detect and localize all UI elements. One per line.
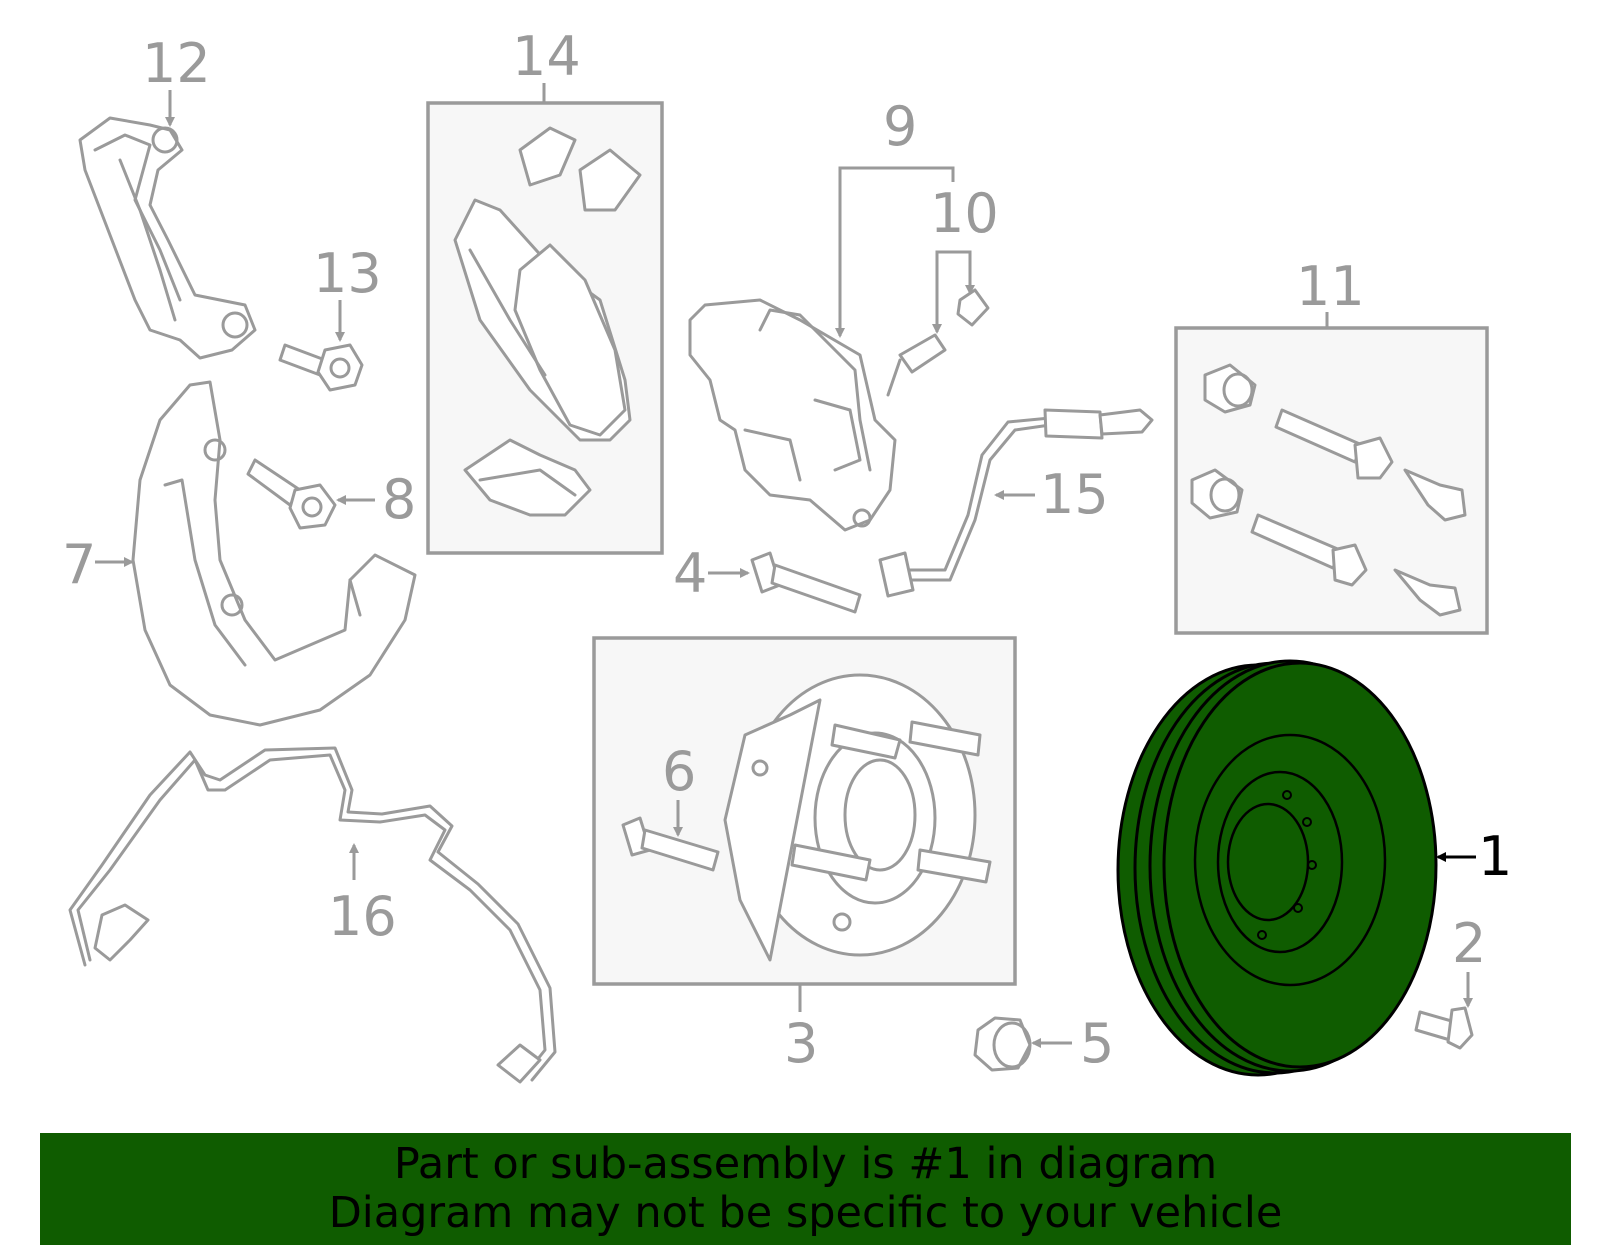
callout-6: 6	[662, 740, 696, 837]
callout-4: 4	[673, 542, 750, 605]
rotor-screw-part-2[interactable]	[1414, 1006, 1474, 1050]
wheel-stud-part-6[interactable]	[621, 816, 720, 872]
splash-shield-part-7[interactable]	[131, 380, 417, 727]
svg-text:6: 6	[662, 740, 696, 803]
callout-15: 15	[994, 463, 1109, 526]
svg-text:11: 11	[1296, 255, 1365, 318]
svg-text:16: 16	[328, 885, 397, 948]
svg-text:15: 15	[1040, 463, 1109, 526]
wheel-hub-part-3[interactable]	[592, 636, 1017, 986]
callout-5: 5	[1031, 1012, 1114, 1075]
brake-hose-part-15[interactable]	[878, 408, 1154, 598]
svg-text:8: 8	[382, 468, 416, 531]
guide-bolt-part-4[interactable]	[750, 551, 862, 614]
callout-8: 8	[336, 468, 416, 531]
svg-text:1: 1	[1478, 825, 1512, 888]
callout-16: 16	[328, 843, 397, 948]
callout-13: 13	[313, 242, 382, 342]
svg-text:12: 12	[142, 32, 211, 95]
callout-14: 14	[512, 25, 581, 103]
svg-text:9: 9	[883, 95, 917, 158]
brake-pad-kit-part-14[interactable]	[426, 101, 664, 555]
callout-1: 1	[1436, 825, 1512, 888]
callout-3: 3	[784, 984, 818, 1075]
callout-12: 12	[142, 32, 211, 127]
brake-caliper-part-9[interactable]	[688, 298, 897, 532]
callout-7: 7	[62, 533, 134, 596]
svg-text:7: 7	[62, 533, 96, 596]
callout-9: 9	[835, 95, 955, 338]
hub-nut-part-5[interactable]	[973, 1016, 1032, 1072]
svg-text:10: 10	[930, 182, 999, 245]
banner-line-1: Part or sub-assembly is #1 in diagram	[393, 1139, 1218, 1189]
svg-text:14: 14	[512, 25, 581, 88]
svg-text:5: 5	[1080, 1012, 1114, 1075]
svg-text:2: 2	[1452, 912, 1486, 975]
bolt-part-8[interactable]	[246, 458, 337, 530]
callout-10: 10	[930, 182, 999, 334]
callout-11: 11	[1296, 255, 1365, 328]
bolt-part-13[interactable]	[278, 343, 364, 392]
abs-sensor-wire-part-16[interactable]	[68, 746, 557, 1084]
bleeder-screw-part-10[interactable]	[886, 288, 990, 397]
banner-background	[40, 1133, 1571, 1245]
brake-rotor-part-1[interactable]	[1116, 659, 1438, 1077]
svg-text:13: 13	[313, 242, 382, 305]
banner-line-2: Diagram may not be specific to your vehi…	[328, 1188, 1283, 1238]
svg-text:3: 3	[784, 1012, 818, 1075]
caliper-bracket-part-12[interactable]	[78, 116, 257, 360]
callout-2: 2	[1452, 912, 1486, 1008]
svg-text:4: 4	[673, 542, 707, 605]
info-banner: Part or sub-assembly is #1 in diagram Di…	[40, 1133, 1571, 1245]
hardware-kit-part-11[interactable]	[1174, 326, 1489, 635]
